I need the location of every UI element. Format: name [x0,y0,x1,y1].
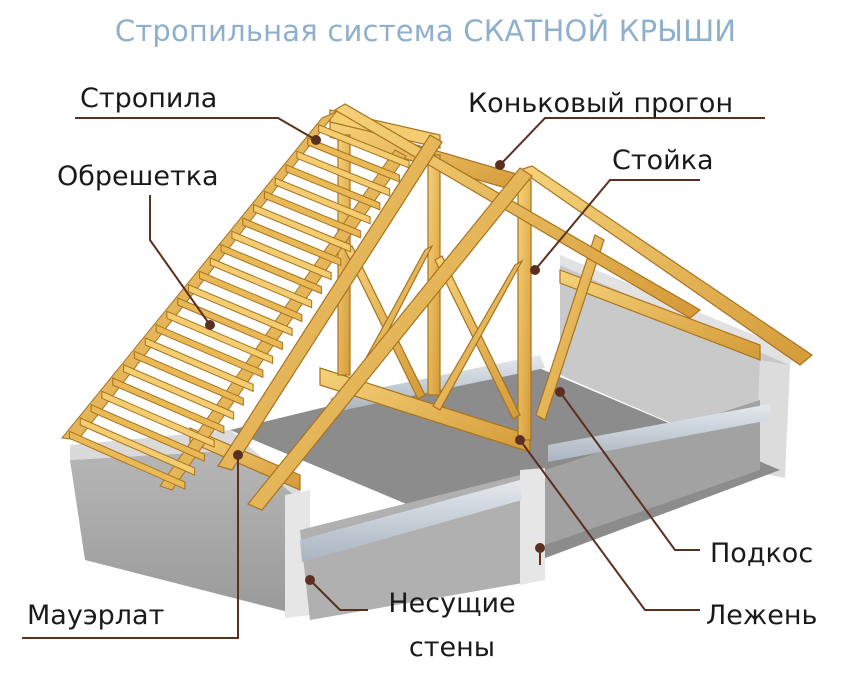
lathing-batten [242,217,342,267]
lathing-batten [188,283,293,337]
label-bearing-walls-2: стены [408,632,496,663]
leader-ridge [499,117,765,166]
lathing-batten [123,363,235,420]
lathing-batten [79,417,196,476]
lathing-battens [68,123,410,490]
lathing-batten [220,243,322,295]
label-strut: Подкос [710,538,814,569]
label-bearing-walls-1: Несущие [388,588,516,619]
lathing-batten [198,270,303,323]
dot-walls-right [535,543,545,553]
lathing-batten [296,150,391,197]
lathing-batten [133,350,244,407]
dot-strut [555,387,565,397]
leader-sill [519,439,700,611]
lathing-batten [285,163,381,211]
floor-beam-left [300,480,522,562]
label-ridge-purlin: Коньковый прогон [468,88,734,119]
strut-right [535,234,605,421]
middle-wall-end [520,468,545,585]
leader-post [534,179,700,271]
dot-post [530,265,540,275]
dot-walls-left [305,575,315,585]
lathing-batten [209,257,313,309]
rafter-left-front [247,167,533,511]
dot-rafters [311,135,321,145]
lathing-batten [155,323,264,379]
lathing-batten [166,310,274,365]
lathing-batten [101,390,215,448]
leader-walls-left [309,579,368,611]
leader-lines [22,117,765,639]
label-post: Стойка [612,145,714,176]
label-rafters: Стропила [80,83,218,114]
lathing-batten [253,203,352,253]
lathing-batten [274,177,371,225]
label-sill-beam: Лежень [706,600,818,631]
leader-strut [559,391,700,551]
back-mauerlat-beam [559,269,761,361]
floor-beam-right [548,404,770,462]
lathing-batten [263,190,361,239]
rafter-mid [217,134,443,471]
leader-mauerlat [22,455,239,639]
left-front-wall [70,450,300,615]
lathing-batten [231,230,332,281]
dot-lathing [205,320,215,330]
lathing-batten [68,430,186,490]
label-lathing: Обрешетка [57,161,219,192]
lathing-batten [112,377,225,434]
right-floor [545,400,760,545]
dot-mauerlat [233,450,243,460]
dot-ridge [495,160,505,170]
right-end-wall [755,360,790,478]
leader-dots [205,135,565,585]
rafter-left-inner [159,149,407,491]
lathing-batten [318,123,410,169]
left-wall-end [285,490,310,618]
leader-lathing [149,195,211,326]
strut-4 [432,259,524,411]
lathing-batten [144,337,254,393]
lathing-batten [177,297,283,351]
timber-frame [189,103,813,511]
label-mauerlat: Мауэрлат [27,600,165,631]
lathing-batten [90,403,205,462]
rafter-right-front [518,165,813,366]
lathing [61,111,410,491]
diagram-title: Стропильная система СКАТНОЙ КРЫШИ [114,14,737,48]
lathing-batten [307,137,400,183]
leader-rafters [75,117,317,141]
dot-sill [515,435,525,445]
